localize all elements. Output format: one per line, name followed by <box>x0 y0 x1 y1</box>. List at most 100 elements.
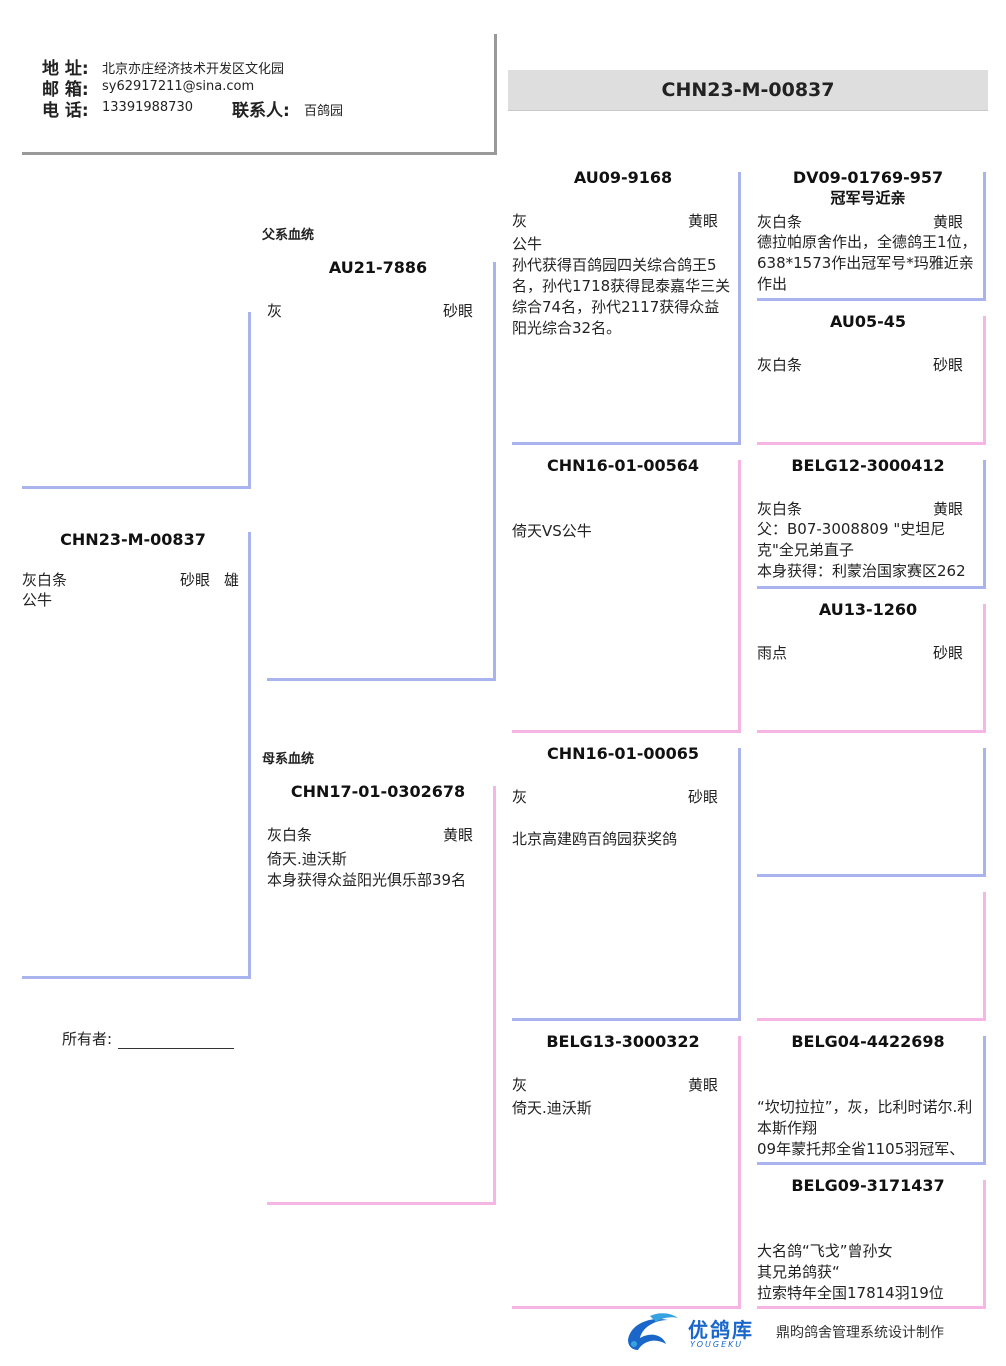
ss-note-2: 孙代获得百鸽园四关综合鸽王5名，孙代1718获得昆泰嘉华三关综合74名，孙代21… <box>512 256 731 337</box>
dam-content: CHN17-01-0302678 灰白条 黄眼 倚天.迪沃斯 本身获得众益阳光俱… <box>267 782 489 891</box>
ddd-card <box>757 1180 986 1309</box>
dd-ring: BELG13-3000322 <box>546 1032 700 1051</box>
ddd-note-1: 大名鸽“飞戈”曾孙女 <box>757 1242 893 1260</box>
ss-color: 灰 <box>512 212 528 230</box>
subject-bracket-top <box>22 312 251 489</box>
dam-eye: 黄眼 <box>442 826 473 844</box>
ssd-ring: AU05-45 <box>829 312 907 331</box>
ss-ring: AU09-9168 <box>573 168 673 187</box>
sss-note: 德拉帕原舍作出，全德鸽王1位，638*1573作出冠军号*玛雅近亲作出 <box>757 233 977 293</box>
sdd-color: 雨点 <box>757 644 788 662</box>
logo-icon <box>628 1313 678 1350</box>
dds-note-1: “坎切拉拉”，灰，比利时诺尔.利本斯作翔 <box>757 1098 973 1137</box>
ddd-content: BELG09-3171437 大名鸽“飞戈”曾孙女 其兄弟鸽获“ 拉索特年全国1… <box>757 1176 979 1304</box>
sd-ring: CHN16-01-00564 <box>547 456 699 475</box>
phone-value: 13391988730 <box>102 100 193 115</box>
phone-label: 电 话: <box>42 101 89 121</box>
ds-card <box>512 748 741 1021</box>
footer: 优鸽库 YOUGEKU 鼎昀鸽舍管理系统设计制作 <box>620 1310 1000 1360</box>
dam-note-2: 本身获得众益阳光俱乐部39名 <box>267 871 467 889</box>
ssd-content: AU05-45 灰白条 砂眼 <box>757 312 979 375</box>
sire-color: 灰 <box>267 302 283 320</box>
address-value: 北京亦庄经济技术开发区文化园 <box>102 62 285 77</box>
sire-section-label: 父系血统 <box>262 228 315 243</box>
sss-content: DV09-01769-957 冠军号近亲 灰白条 黄眼 德拉帕原舍作出，全德鸽王… <box>757 168 979 295</box>
sds-eye: 黄眼 <box>932 500 963 518</box>
sdd-eye: 砂眼 <box>932 644 963 662</box>
ss-eye: 黄眼 <box>687 212 718 230</box>
subject-sex: 雄 <box>224 571 240 589</box>
sss-ring: DV09-01769-957 <box>792 168 944 187</box>
sire-ring: AU21-7886 <box>328 258 428 277</box>
dsd-card <box>757 892 986 1021</box>
sire-eye: 砂眼 <box>442 302 473 320</box>
sdd-content: AU13-1260 雨点 砂眼 <box>757 600 979 663</box>
sds-color: 灰白条 <box>757 500 803 518</box>
logo-subtext: YOUGEKU <box>690 1340 744 1349</box>
sss-eye: 黄眼 <box>932 213 963 231</box>
ds-content: CHN16-01-00065 灰 砂眼 北京高建鸥百鸽园获奖鸽 <box>512 744 734 850</box>
page-title: CHN23-M-00837 <box>661 79 835 101</box>
email-label: 邮 箱: <box>42 80 89 100</box>
sds-content: BELG12-3000412 灰白条 黄眼 父：B07-3008809 "史坦尼… <box>757 456 979 582</box>
ds-eye: 砂眼 <box>687 788 718 806</box>
dd-note: 倚天.迪沃斯 <box>512 1099 592 1117</box>
dam-section-label: 母系血统 <box>262 752 315 767</box>
subject-note: 公牛 <box>22 591 53 609</box>
ssd-card <box>757 316 986 445</box>
contact-name: 百鸽园 <box>304 104 344 119</box>
sss-subtitle: 冠军号近亲 <box>830 189 906 207</box>
subject-eye: 砂眼 <box>180 571 211 589</box>
subject-card: CHN23-M-00837 灰白条 砂眼 雄 公牛 <box>22 530 244 611</box>
ssd-color: 灰白条 <box>757 356 803 374</box>
sd-content: CHN16-01-00564 倚天VS公牛 <box>512 456 734 542</box>
ss-content: AU09-9168 灰 黄眼 公牛 孙代获得百鸽园四关综合鸽王5名，孙代1718… <box>512 168 734 339</box>
subject-color: 灰白条 <box>22 571 68 589</box>
dam-ring: CHN17-01-0302678 <box>290 782 466 801</box>
ss-card <box>512 172 741 445</box>
dds-content: BELG04-4422698 “坎切拉拉”，灰，比利时诺尔.利本斯作翔 09年蒙… <box>757 1032 979 1160</box>
dam-color: 灰白条 <box>267 826 313 844</box>
ds-note: 北京高建鸥百鸽园获奖鸽 <box>512 830 678 848</box>
email-value: sy62917211@sina.com <box>102 79 255 94</box>
sire-content: AU21-7886 灰 砂眼 <box>267 258 489 321</box>
sds-ring: BELG12-3000412 <box>791 456 945 475</box>
contact-box: 地 址: 北京亦庄经济技术开发区文化园 邮 箱: sy62917211@sina… <box>22 34 497 155</box>
owner-line: 所有者: <box>62 1028 235 1049</box>
dd-eye: 黄眼 <box>687 1076 718 1094</box>
subject-ring: CHN23-M-00837 <box>60 530 206 549</box>
ds-ring: CHN16-01-00065 <box>547 744 699 763</box>
footer-credit: 鼎昀鸽舍管理系统设计制作 <box>776 1325 944 1341</box>
owner-label: 所有者: <box>62 1030 113 1048</box>
contact-label: 联系人: <box>232 101 290 121</box>
sds-note-2: 本身获得：利蒙治国家赛区262 <box>757 562 966 580</box>
sire-card <box>267 262 496 681</box>
sd-card <box>512 460 741 733</box>
title-bar: CHN23-M-00837 <box>508 70 988 111</box>
sd-note: 倚天VS公牛 <box>512 522 592 540</box>
ddd-note-3: 拉索特年全国17814羽19位 <box>757 1284 944 1302</box>
sss-card <box>757 172 986 301</box>
dd-content: BELG13-3000322 灰 黄眼 倚天.迪沃斯 <box>512 1032 734 1119</box>
subject-bracket-bottom <box>22 532 251 979</box>
dd-color: 灰 <box>512 1076 528 1094</box>
dss-card <box>757 748 986 877</box>
dam-note-1: 倚天.迪沃斯 <box>267 850 347 868</box>
sdd-ring: AU13-1260 <box>818 600 918 619</box>
sds-note-1: 父：B07-3008809 "史坦尼克"全兄弟直子 <box>757 520 946 559</box>
dds-ring: BELG04-4422698 <box>791 1032 945 1051</box>
sss-color: 灰白条 <box>757 213 803 231</box>
dds-card <box>757 1036 986 1165</box>
logo-text: 优鸽库 <box>688 1318 754 1342</box>
address-label: 地 址: <box>42 59 89 79</box>
dd-card <box>512 1036 741 1309</box>
ddd-note-2: 其兄弟鸽获“ <box>757 1263 840 1281</box>
ddd-ring: BELG09-3171437 <box>791 1176 945 1195</box>
ss-note-1: 公牛 <box>512 235 543 253</box>
sdd-card <box>757 604 986 733</box>
ds-color: 灰 <box>512 788 528 806</box>
sds-card <box>757 460 986 589</box>
dds-note-2: 09年蒙托邦全省1105羽冠军、 <box>757 1140 965 1158</box>
ssd-eye: 砂眼 <box>932 356 963 374</box>
dam-card <box>267 786 496 1205</box>
